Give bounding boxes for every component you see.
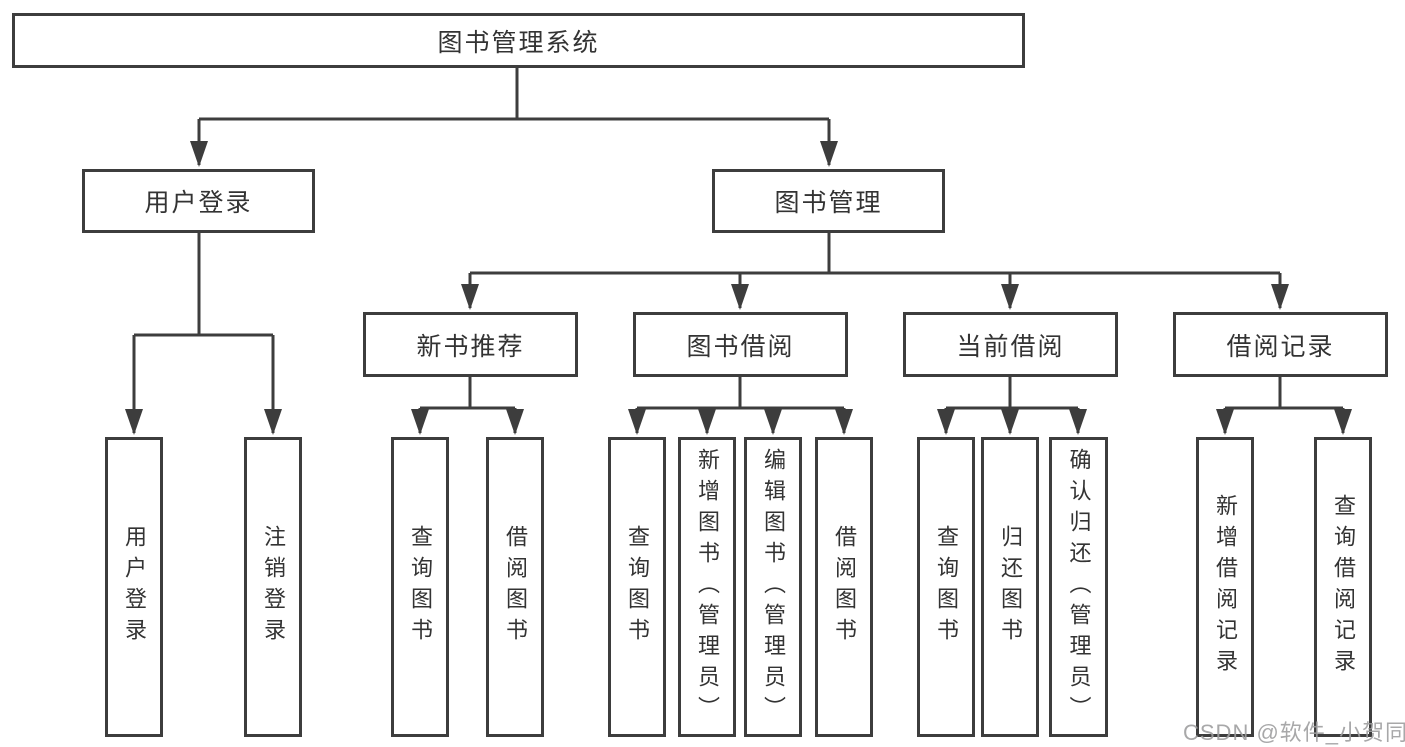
node-user-login-branch: 用户登录 [82, 169, 315, 233]
leaf-borrowing-edit-books-admin: 编辑图书（管理员） [744, 437, 802, 737]
leaf-borrowing-query-books: 查询图书 [608, 437, 666, 737]
node-current-borrowing: 当前借阅 [903, 312, 1118, 377]
leaf-current-confirm-return-admin: 确认归还（管理员） [1049, 437, 1108, 737]
leaf-records-query-record: 查询借阅记录 [1314, 437, 1372, 737]
leaf-logout: 注销登录 [244, 437, 302, 737]
node-borrowing-records: 借阅记录 [1173, 312, 1388, 377]
leaf-current-return-books: 归还图书 [981, 437, 1039, 737]
node-book-borrowing: 图书借阅 [633, 312, 848, 377]
node-new-book-recommend: 新书推荐 [363, 312, 578, 377]
node-book-management-branch: 图书管理 [712, 169, 945, 233]
leaf-current-query-books: 查询图书 [917, 437, 975, 737]
leaf-records-add-record: 新增借阅记录 [1196, 437, 1254, 737]
node-root-system: 图书管理系统 [12, 13, 1025, 68]
leaf-borrowing-borrow-books: 借阅图书 [815, 437, 873, 737]
csdn-watermark: CSDN @软件_小贺同学 [1183, 720, 1405, 745]
leaf-user-login: 用户登录 [105, 437, 163, 737]
leaf-borrowing-add-books-admin: 新增图书（管理员） [678, 437, 736, 737]
leaf-newbooks-query-books: 查询图书 [391, 437, 449, 737]
leaf-newbooks-borrow-books: 借阅图书 [486, 437, 544, 737]
